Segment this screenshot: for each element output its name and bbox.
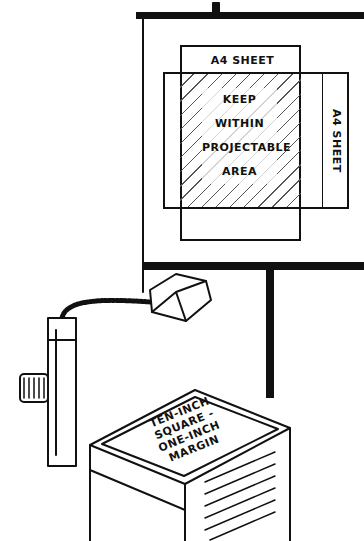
screen-edge [142, 19, 144, 292]
screen-hook [213, 3, 219, 13]
instruction-note: KEEP WITHIN PROJECTABLE AREA [202, 88, 277, 184]
focus-knob [20, 374, 48, 402]
arm-detail [48, 330, 76, 455]
sheet-label: A4 SHEET [182, 54, 303, 67]
portrait-sheet: A4 SHEET KEEP WITHIN PROJECTABLE AREA [180, 45, 301, 241]
projector-head [150, 274, 211, 321]
stand-pole [266, 270, 274, 398]
screen-top-bar [136, 12, 364, 19]
stage-instruction: TEN-INCH SQUARE - ONE-INCH MARGIN [137, 390, 236, 470]
projector-arm [48, 318, 76, 466]
projectable-area: KEEP WITHIN PROJECTABLE AREA [180, 72, 301, 209]
vent-lines [205, 452, 275, 540]
head-edges [152, 281, 206, 321]
base-seam [90, 470, 185, 510]
strip-divider [322, 74, 323, 207]
sheet-label: A4 SHEET [324, 74, 349, 207]
screen-bottom-bar [143, 262, 364, 270]
knob-ridges [24, 378, 44, 398]
